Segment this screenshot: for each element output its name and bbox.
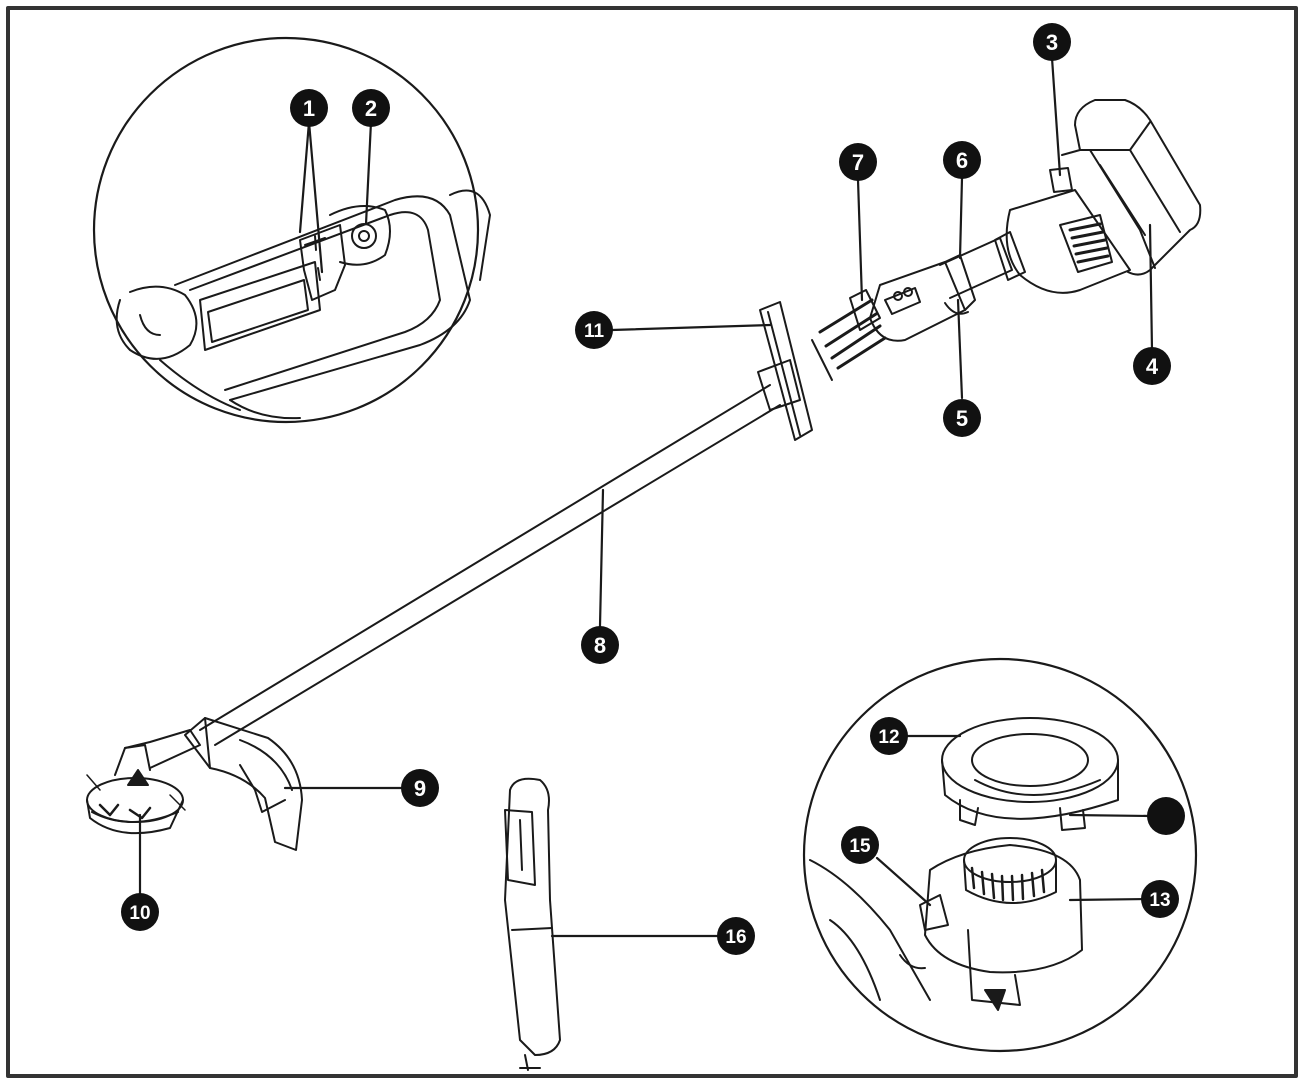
callout-8-label: 8 bbox=[594, 633, 606, 658]
callout-14 bbox=[1147, 797, 1185, 835]
callout-6-label: 6 bbox=[956, 148, 968, 173]
callout-12-label: 12 bbox=[878, 727, 899, 748]
shoulder-strap bbox=[504, 777, 561, 1071]
callout-6: 6 bbox=[943, 141, 981, 179]
callout-4: 4 bbox=[1133, 347, 1171, 385]
callout-15: 15 bbox=[841, 826, 879, 864]
callout-16-label: 16 bbox=[725, 927, 746, 948]
callout-10: 10 bbox=[121, 893, 159, 931]
callout-1: 1 bbox=[290, 89, 328, 127]
callout-12: 12 bbox=[870, 717, 908, 755]
callout-9-label: 9 bbox=[414, 776, 426, 801]
callout-1-label: 1 bbox=[303, 96, 315, 121]
leader-lines bbox=[138, 56, 1154, 938]
front-handle bbox=[757, 301, 813, 441]
button-2 bbox=[329, 205, 391, 266]
callout-11-label: 11 bbox=[584, 321, 605, 342]
battery-latch bbox=[1049, 167, 1073, 193]
detail-spool bbox=[802, 657, 1198, 1053]
motor-housing bbox=[994, 189, 1131, 294]
callout-10-label: 10 bbox=[129, 903, 150, 924]
trigger bbox=[944, 302, 969, 315]
callout-13: 13 bbox=[1141, 880, 1179, 918]
callout-7: 7 bbox=[839, 143, 877, 181]
callout-2-label: 2 bbox=[365, 96, 377, 121]
callout-8: 8 bbox=[581, 626, 619, 664]
callout-13-label: 13 bbox=[1149, 890, 1170, 911]
callout-11: 11 bbox=[575, 311, 613, 349]
panel-window bbox=[199, 261, 321, 351]
callout-5-label: 5 bbox=[956, 406, 968, 431]
guard bbox=[184, 717, 303, 851]
diagram-frame bbox=[6, 6, 1298, 1078]
callout-4-label: 4 bbox=[1146, 354, 1159, 379]
callout-2: 2 bbox=[352, 89, 390, 127]
callout-9: 9 bbox=[401, 769, 439, 807]
callout-15-label: 15 bbox=[849, 836, 871, 857]
trimmer-head bbox=[86, 729, 201, 835]
callout-3-label: 3 bbox=[1046, 30, 1058, 55]
callout-3: 3 bbox=[1033, 23, 1071, 61]
battery-pack bbox=[1049, 99, 1202, 276]
shaft bbox=[199, 384, 781, 746]
callout-16: 16 bbox=[717, 917, 755, 955]
detail-control-panel bbox=[92, 36, 491, 424]
callout-5: 5 bbox=[943, 399, 981, 437]
button-1 bbox=[299, 224, 346, 301]
callout-7-label: 7 bbox=[852, 150, 864, 175]
rear-handle bbox=[811, 237, 1013, 381]
